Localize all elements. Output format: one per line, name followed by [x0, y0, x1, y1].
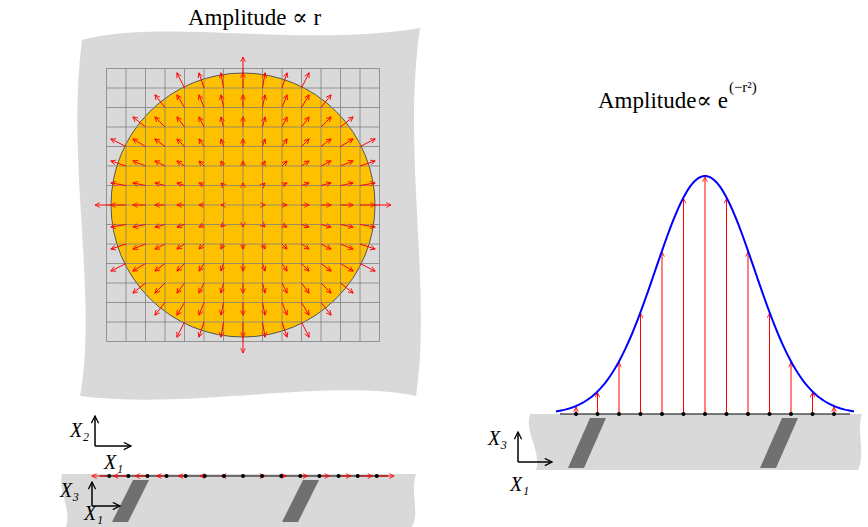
axis-label: X₁	[84, 503, 103, 523]
material-body	[61, 474, 416, 527]
axis-label: X₃	[488, 428, 507, 448]
inclined-stripe	[112, 480, 149, 522]
out-of-plane-arrows	[574, 177, 836, 416]
axis-label: X₁	[510, 474, 529, 494]
material-body	[529, 414, 862, 470]
mesh-grid	[107, 69, 380, 342]
inclined-stripe	[760, 418, 798, 468]
axis-label: X₂	[70, 420, 89, 440]
coordinate-axes	[518, 432, 552, 462]
axis-label: X₃	[60, 480, 79, 500]
formula-label: (−r²)	[729, 80, 757, 95]
inclined-stripe	[568, 418, 606, 468]
in-plane-arrows	[92, 474, 394, 478]
gaussian-curve	[556, 176, 854, 411]
material-body	[77, 28, 421, 400]
inclined-stripe	[282, 480, 319, 522]
radial-displacement-arrows	[95, 57, 391, 353]
formula-label: Amplitude∝ e	[598, 89, 728, 112]
coordinate-axes	[95, 416, 131, 446]
formula-label: Amplitude ∝ r	[188, 6, 321, 29]
axis-label: X₁	[104, 452, 123, 472]
